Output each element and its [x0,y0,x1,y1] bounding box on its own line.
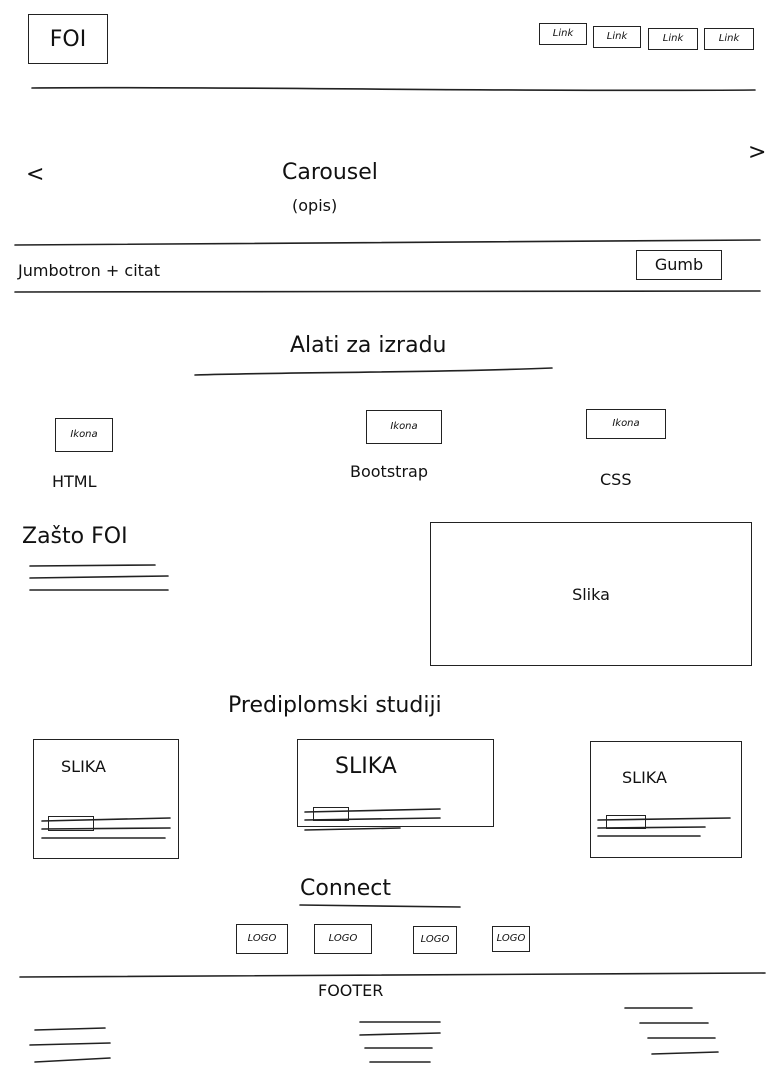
why-text-line [29,575,169,579]
jumbotron-button[interactable]: Gumb [636,250,722,280]
logo[interactable]: FOI [28,14,108,64]
tool-bootstrap-label: Bootstrap [350,462,428,481]
tool-bootstrap-icon: Ikona [366,410,442,444]
footer-divider [19,972,766,978]
social-logo-2[interactable]: LOGO [314,924,372,954]
footer-title: FOOTER [318,981,384,1000]
why-image: Slika [430,522,752,666]
tool-html-label: HTML [52,472,97,491]
study-card-button[interactable] [313,807,349,821]
study-card-2[interactable]: SLIKA [297,739,494,827]
footer-line [34,1027,106,1031]
carousel-next-button[interactable]: > [748,140,767,165]
footer-line [34,1057,111,1063]
studies-title: Prediplomski studiji [228,693,442,718]
study-card-image: SLIKA [61,757,106,776]
footer-line [651,1051,719,1055]
carousel-caption: (opis) [292,196,338,215]
footer-line [29,1042,111,1046]
nav-link-3[interactable]: Link [648,28,698,50]
carousel-prev-button[interactable]: < [26,162,45,187]
social-logo-3[interactable]: LOGO [413,926,457,954]
study-card-button[interactable] [48,816,94,831]
jumbotron-divider [14,290,761,294]
nav-link-4[interactable]: Link [704,28,754,50]
social-logo-4[interactable]: LOGO [492,926,530,952]
tool-html-icon: Ikona [55,418,113,452]
tool-css-icon: Ikona [586,409,666,439]
tool-css-label: CSS [600,470,632,489]
connect-underline [299,904,461,908]
why-text-line [29,564,156,567]
connect-title: Connect [300,876,391,901]
why-title: Zašto FOI [22,524,128,549]
nav-link-2[interactable]: Link [593,26,641,48]
social-logo-1[interactable]: LOGO [236,924,288,954]
footer-line [359,1032,441,1036]
jumbotron-text: Jumbotron + citat [18,261,160,280]
study-card-image: SLIKA [335,754,397,779]
header-divider [31,86,756,92]
study-card-button[interactable] [606,815,646,829]
study-card-1[interactable]: SLIKA [33,739,179,859]
study-card-image: SLIKA [622,768,667,787]
tools-title-underline [194,367,553,376]
study-card-3[interactable]: SLIKA [590,741,742,858]
nav-link-1[interactable]: Link [539,23,587,45]
carousel-divider [14,239,761,246]
tools-title: Alati za izradu [290,333,447,358]
card-text-line [304,827,401,831]
carousel-title: Carousel [282,160,378,185]
